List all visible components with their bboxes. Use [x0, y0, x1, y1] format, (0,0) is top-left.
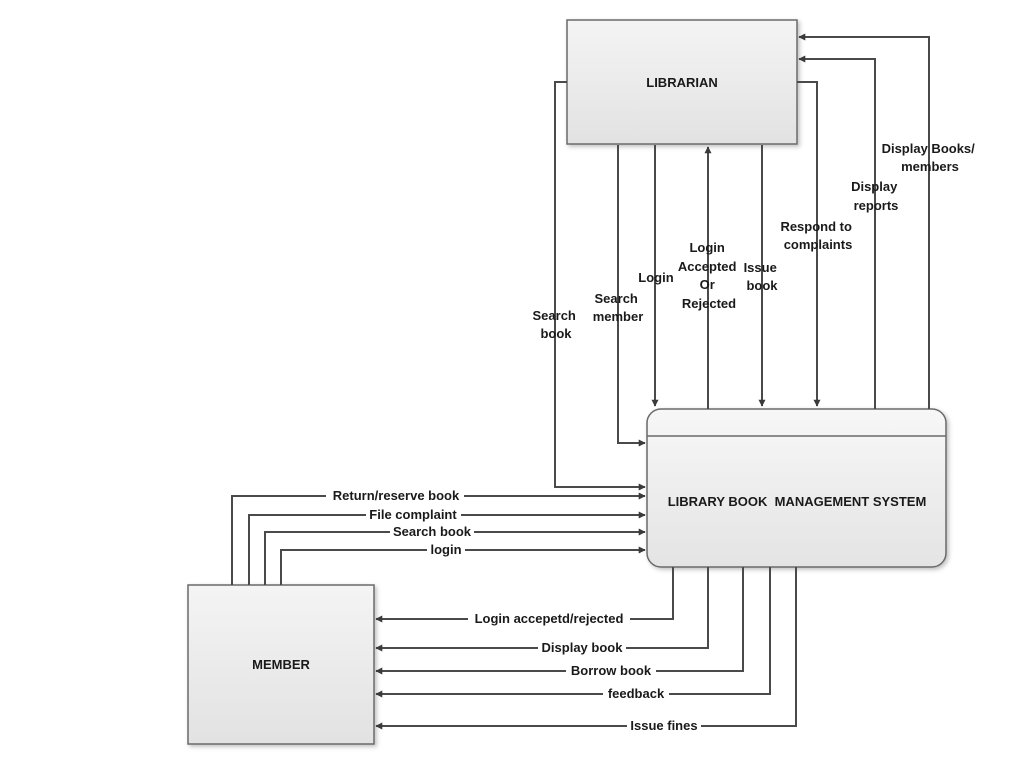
- flow-label: Issue fines: [630, 718, 697, 733]
- flow-feedback: feedback: [375, 567, 771, 701]
- flow-login-accepted-rejected: Login accepetd/rejected: [375, 567, 674, 626]
- flow-display-book: Display book: [375, 567, 709, 655]
- flow-label: login: [430, 542, 461, 557]
- flow-label: Display Books/ members: [882, 141, 979, 174]
- flow-label: Issue book: [744, 260, 781, 293]
- flow-search-member: Search member: [593, 145, 646, 447]
- flow-return-reserve: Return/reserve book: [231, 488, 646, 585]
- flow-label: Search member: [593, 291, 644, 324]
- flow-label: Display book: [542, 640, 624, 655]
- flow-login-accepted: Login Accepted Or Rejected: [678, 146, 740, 409]
- flow-file-complaint: File complaint: [248, 507, 646, 585]
- flow-search-book-lib: Search book: [533, 81, 646, 491]
- flow-label: Display reports: [851, 179, 901, 213]
- flow-label: Borrow book: [571, 663, 652, 678]
- flow-label: feedback: [608, 686, 665, 701]
- flow-label: Login accepetd/rejected: [475, 611, 624, 626]
- flow-label: Respond to complaints: [780, 219, 855, 252]
- flow-label: Login Accepted Or Rejected: [678, 240, 740, 311]
- member-label: MEMBER: [252, 657, 310, 672]
- flow-label: File complaint: [369, 507, 457, 522]
- flow-label: Search book: [533, 308, 580, 341]
- flow-label: Login: [638, 270, 673, 285]
- librarian-entity: LIBRARIAN: [566, 19, 798, 145]
- system-label: LIBRARY BOOK MANAGEMENT SYSTEM: [668, 494, 927, 509]
- flow-borrow-book: Borrow book: [375, 567, 744, 678]
- flow-login-mem: login: [280, 542, 646, 585]
- member-entity: MEMBER: [187, 584, 375, 745]
- flow-respond-complaints: Respond to complaints: [780, 81, 855, 407]
- flow-search-book-mem: Search book: [264, 524, 646, 585]
- flow-issue-book: Issue book: [744, 145, 781, 407]
- flow-login-lib: Login: [638, 145, 674, 407]
- flow-display-reports: Display reports: [798, 55, 901, 409]
- flow-label: Search book: [393, 524, 472, 539]
- flow-display-books-members: Display Books/ members: [798, 33, 979, 409]
- librarian-label: LIBRARIAN: [646, 75, 718, 90]
- system-process: LIBRARY BOOK MANAGEMENT SYSTEM: [646, 408, 947, 568]
- flow-issue-fines: Issue fines: [375, 567, 797, 733]
- flow-label: Return/reserve book: [333, 488, 460, 503]
